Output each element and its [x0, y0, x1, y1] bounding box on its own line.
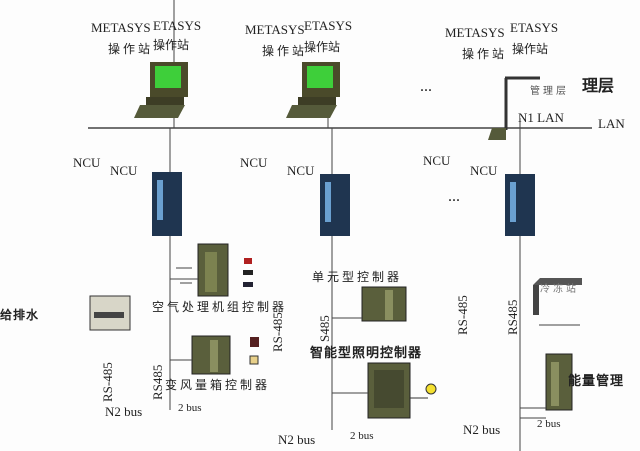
- n2-bus-label: N2 bus: [105, 404, 143, 419]
- workstation-icon: [134, 62, 188, 118]
- station-name-ghost: ETASYS: [304, 18, 353, 33]
- n2-bus-ghost: 2 bus: [350, 430, 374, 442]
- water-controller-icon: [89, 295, 131, 331]
- station-role-ghost: 操作站: [304, 40, 341, 54]
- chiller-label: 冷冻站: [540, 284, 579, 295]
- energy-management-label: 能量管理: [568, 374, 625, 389]
- rs485-label: RS485: [505, 299, 520, 335]
- workstation-icon: [488, 76, 540, 140]
- station-role: 操作站: [262, 44, 308, 58]
- chiller-station-icon: [533, 278, 582, 326]
- n2-bus-ghost: 2 bus: [178, 402, 202, 414]
- rs485-label: RS-485: [455, 295, 470, 335]
- rs485-label: RS-485: [270, 312, 285, 352]
- ahu-controller-icon: [170, 243, 253, 297]
- management-layer-label: 管理层: [530, 86, 569, 97]
- station-role: 操作站: [462, 47, 508, 61]
- station-role-ghost: 操作站: [512, 42, 549, 56]
- n2-bus-label: N2 bus: [278, 432, 316, 447]
- ahu-controller-label: 空气处理机组控制器: [152, 300, 288, 314]
- n1-lan-label: N1 LAN: [518, 110, 564, 125]
- rs485-label: RS485: [150, 364, 165, 400]
- unit-controller-label: 单元型控制器: [312, 270, 403, 284]
- lan-ghost-label: LAN: [598, 116, 625, 131]
- station-name: METASYS: [445, 25, 505, 40]
- station-role-ghost: 操作站: [153, 38, 190, 52]
- station-role: 操作站: [108, 42, 154, 56]
- unit-controller-icon: [332, 286, 407, 322]
- management-layer-ghost: 理层: [582, 76, 615, 95]
- ncu-label: NCU: [73, 155, 101, 170]
- energy-management-icon: [520, 353, 573, 419]
- ncu-label: NCU: [423, 153, 451, 168]
- ncu-cabinet-icon: [505, 174, 535, 236]
- ncu-label: NCU: [110, 163, 138, 178]
- ncu-label: NCU: [470, 163, 498, 178]
- water-label: 给排水: [0, 308, 40, 322]
- workstation-icon: [286, 62, 340, 118]
- vav-controller-label: 变风量箱控制器: [165, 378, 271, 392]
- vav-controller-icon: [170, 335, 259, 375]
- ncu-cabinet-icon: [152, 172, 182, 236]
- rs485-label: RS-485: [100, 362, 115, 402]
- lighting-controller-icon: [332, 362, 437, 419]
- station-name-ghost: ETASYS: [153, 18, 202, 33]
- ellipsis: ...: [420, 78, 432, 95]
- rs485-label: S485: [317, 315, 332, 342]
- n2-bus-label: N2 bus: [463, 422, 501, 437]
- lighting-controller-label: 智能型照明控制器: [310, 346, 423, 361]
- station-name: METASYS: [245, 22, 305, 37]
- ellipsis: ...: [448, 188, 460, 205]
- ncu-label: NCU: [240, 155, 268, 170]
- ncu-label: NCU: [287, 163, 315, 178]
- ncu-cabinet-icon: [320, 174, 350, 236]
- n2-bus-ghost: 2 bus: [537, 418, 561, 430]
- station-name: METASYS: [91, 20, 151, 35]
- station-name-ghost: ETASYS: [510, 20, 559, 35]
